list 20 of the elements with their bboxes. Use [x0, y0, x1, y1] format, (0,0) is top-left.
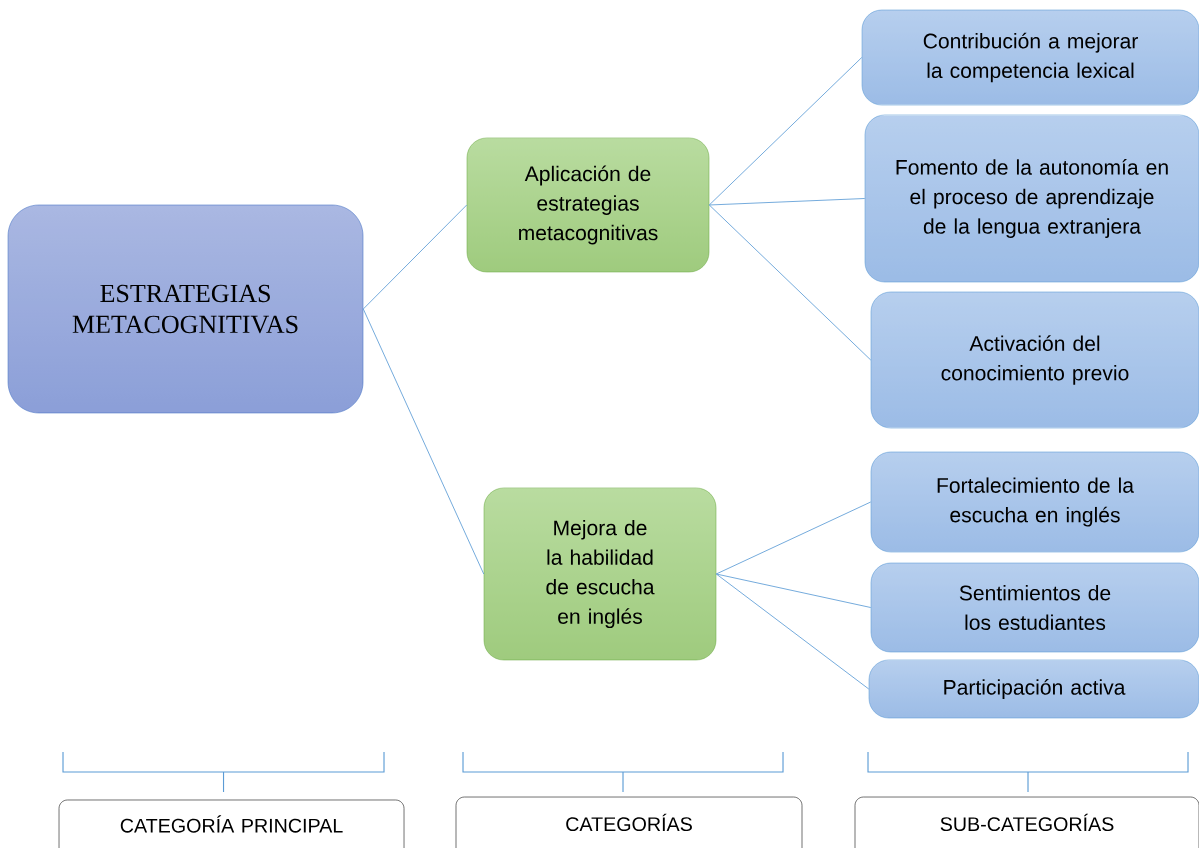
- connector-line: [708, 204, 872, 361]
- column-label-box: CATEGORÍAS: [455, 796, 803, 848]
- subcategory-box: Participación activa: [868, 659, 1199, 719]
- column-label-box: SUB-CATEGORÍAS: [854, 796, 1199, 848]
- connector-line: [362, 308, 485, 575]
- subcategory-box: Fortalecimiento de la escucha en inglés: [870, 451, 1199, 553]
- connector-line: [362, 204, 468, 310]
- category-box: Aplicación de estrategias metacognitivas: [466, 137, 710, 273]
- subcategory-box: Activación del conocimiento previo: [870, 291, 1199, 429]
- connector-line: [715, 573, 872, 608]
- subcategory-box: Fomento de la autonomía en el proceso de aprendizaje de la lengua extranjera: [864, 114, 1199, 283]
- connector-line: [715, 573, 870, 690]
- connector-line: [715, 501, 872, 575]
- category-box: Mejora de la habilidad de escucha en inglés: [483, 487, 717, 661]
- connector-line: [708, 198, 866, 206]
- subcategory-box: Contribución a mejorar la competencia lexical: [861, 9, 1199, 106]
- subcategory-box: Sentimientos de los estudiantes: [870, 562, 1199, 653]
- column-label-box: CATEGORÍA PRINCIPAL: [58, 799, 405, 848]
- topic-box: ESTRATEGIAS METACOGNITIVAS: [7, 204, 364, 414]
- connector-line: [708, 57, 863, 206]
